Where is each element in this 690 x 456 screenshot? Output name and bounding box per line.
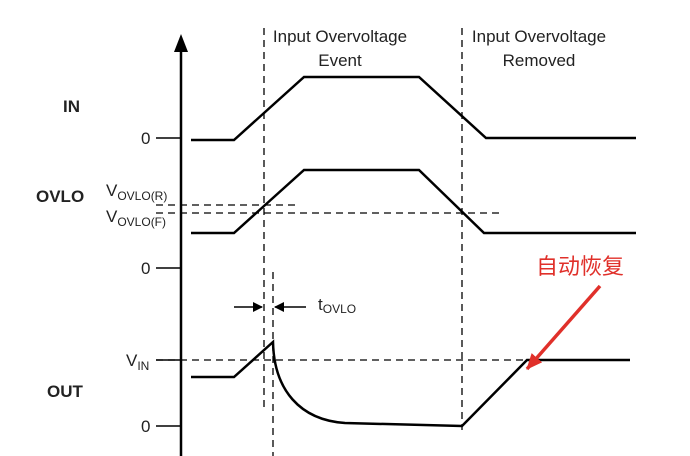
vovlo-f-label: VOVLO(F) — [106, 207, 166, 229]
auto-recover-arrow — [525, 284, 602, 371]
in-signal-label: IN — [63, 97, 80, 116]
event-label-line1: Input Overvoltage — [273, 27, 407, 46]
vovlo-r-label: VOVLO(R) — [106, 181, 167, 203]
auto-recover-label: 自动恢复 — [536, 255, 624, 280]
in-waveform — [191, 75, 636, 142]
removed-label-line1: Input Overvoltage — [472, 27, 606, 46]
out-zero-label: 0 — [141, 417, 150, 436]
ovlo-zero-label: 0 — [141, 259, 150, 278]
ovlo-signal-label: OVLO — [36, 187, 84, 206]
event-label-line2: Event — [318, 51, 362, 70]
vin-label: VIN — [126, 351, 149, 373]
in-zero-label: 0 — [141, 129, 150, 148]
tovlo-label: tOVLO — [318, 295, 356, 316]
y-axis-arrowhead — [174, 34, 188, 52]
ovlo-waveform — [191, 168, 636, 235]
out-waveform — [191, 339, 630, 428]
removed-label-line2: Removed — [503, 51, 576, 70]
out-signal-label: OUT — [47, 382, 84, 401]
